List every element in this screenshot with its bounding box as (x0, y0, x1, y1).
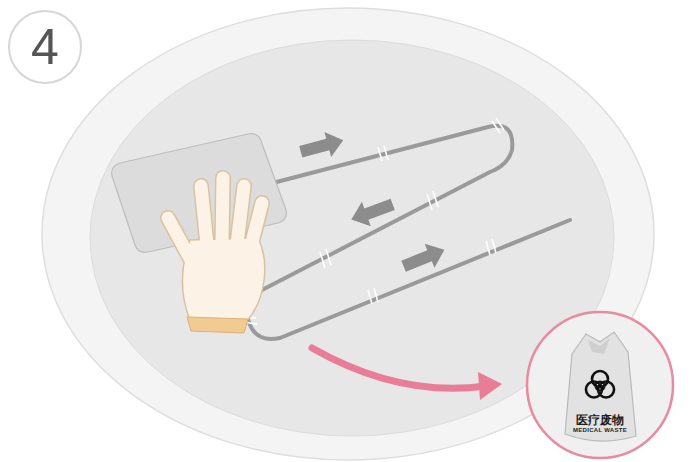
direction-arrow (297, 128, 346, 165)
finger (201, 186, 207, 245)
finger-fill (168, 178, 262, 262)
biohazard-symbol (586, 371, 614, 398)
finger (222, 178, 223, 243)
direction-arrow (399, 238, 450, 279)
bag-knot (588, 338, 610, 354)
finger (250, 203, 262, 250)
waste-inset (527, 312, 673, 458)
bag-body (565, 332, 636, 441)
tick (486, 239, 496, 255)
glove-cuff (187, 317, 248, 333)
finger (237, 186, 244, 244)
wiping-path (247, 126, 570, 339)
step-number: 4 (8, 10, 82, 84)
disposal-arrow (312, 348, 486, 388)
medical-waste-bag: 医疗废物MEDICAL WASTE (558, 330, 642, 448)
tick (378, 146, 388, 161)
tick (492, 118, 504, 133)
tick (320, 249, 331, 268)
direction-arrow (347, 192, 397, 231)
disposal-arrowhead (478, 372, 502, 400)
finger (222, 178, 223, 243)
biohazard-core (596, 382, 605, 391)
tick (368, 288, 378, 304)
finger (237, 186, 244, 244)
tissue (112, 134, 287, 253)
thumb (168, 218, 192, 262)
gloved-hand (168, 178, 265, 333)
step-number-text: 4 (31, 20, 59, 75)
thumb (168, 218, 192, 262)
bag-sublabel: MEDICAL WASTE (573, 427, 627, 434)
finger (201, 186, 207, 245)
tick (427, 191, 438, 210)
bag-label: 医疗废物 (576, 414, 624, 427)
